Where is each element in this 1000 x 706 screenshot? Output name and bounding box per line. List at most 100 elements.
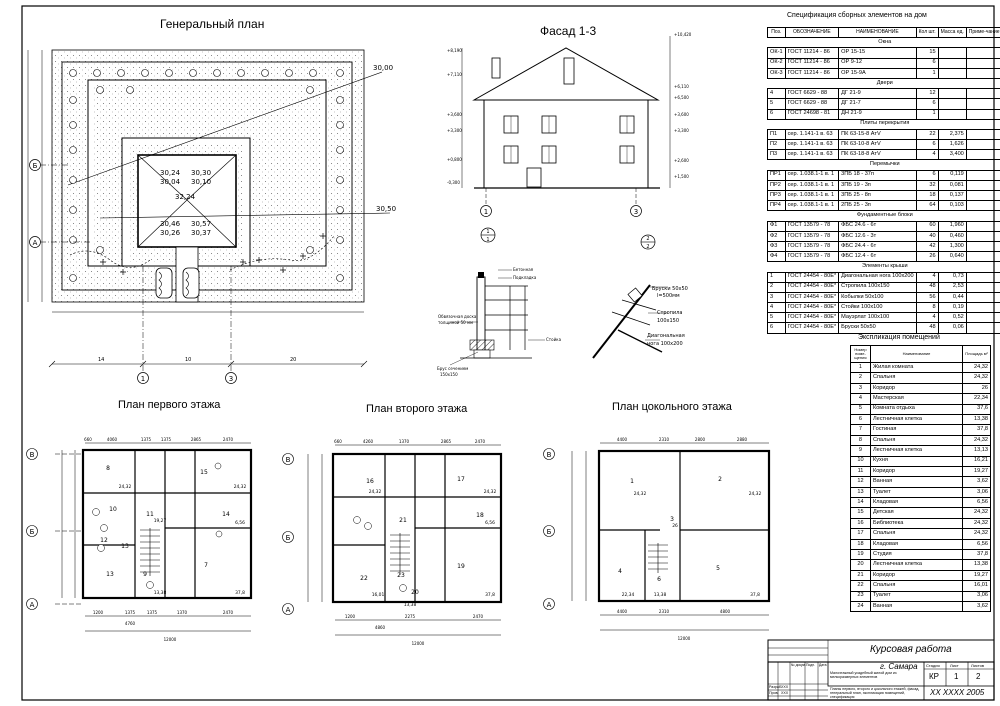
p2-area-4: 16,01 (372, 592, 385, 598)
spec-cell: ГОСТ 24698 - 81 (784, 108, 840, 120)
spec-cell: 4 (915, 312, 939, 324)
facade-mark-r4: +3,600 (674, 112, 689, 117)
general-plan: 30,00 30,50 30,24 30,30 30,04 30,10 32,2… (27, 49, 396, 384)
facade-axis-1: 1 (484, 208, 488, 216)
p2-bot-dim-1: 1200 (345, 614, 356, 619)
spec-cell (965, 128, 1000, 141)
p1-room-8: 8 (106, 465, 110, 472)
spec-cell (965, 169, 1000, 181)
spec-cell (965, 291, 1000, 304)
p2-axis-a: А (286, 606, 291, 614)
gp-elev-7: 32,24 (175, 193, 196, 201)
spec-cell: 1 (767, 271, 786, 283)
spec-cell: Ф1 (767, 220, 786, 232)
roof-label-2: l=500мм (657, 293, 680, 299)
spec-cell: ПР4 (767, 200, 786, 212)
detail-label-2: Подкладка (513, 275, 537, 280)
spec-header-cell: ОБОЗНАЧЕНИЕ (784, 26, 840, 39)
spec-cell (937, 108, 967, 120)
p2-room-19: 19 (457, 563, 465, 570)
spec-cell: 15 (915, 47, 939, 59)
sheets-label: Листов (971, 663, 984, 668)
expl-cell: Спальня (869, 372, 964, 384)
spec-cell: 4 (767, 302, 786, 314)
expl-cell: 37,8 (962, 424, 991, 436)
expl-cell: 37,6 (962, 403, 991, 415)
spec-cell: ФБС 12.6 - 3т (838, 230, 917, 242)
expl-cell: Кухня (869, 455, 964, 467)
spec-cell: ГОСТ 6629 - 88 (784, 98, 840, 110)
expl-cell: 24,32 (962, 361, 991, 374)
spec-cell: 5 (767, 98, 786, 110)
gp-elev-8: 30,46 (160, 220, 181, 228)
p1-room-13b: 13 (121, 543, 129, 550)
spec-cell: 56 (915, 291, 939, 304)
spec-cell: ДН 21-9 (838, 108, 917, 120)
expl-cell: 22 (850, 580, 871, 592)
spec-cell: 1,960 (937, 220, 967, 232)
p2-room-22: 22 (360, 575, 368, 582)
spec-cell: 22 (915, 128, 939, 141)
p2-bot-dim-3: 2470 (473, 614, 484, 619)
spec-cell: 1,300 (937, 240, 967, 253)
city: г. Самара (880, 662, 918, 671)
spec-cell: 5 (767, 312, 786, 324)
p1-room-11: 11 (146, 511, 154, 518)
gp-elev-10: 30,26 (160, 229, 181, 237)
spec-header-cell: Приме-чание (965, 26, 1000, 39)
spec-cell: 0,119 (937, 169, 967, 181)
gp-elev-11: 30,37 (191, 229, 211, 237)
spec-cell: сер. 1.141-1 в. 63 (784, 139, 840, 151)
expl-cell: 16 (850, 517, 871, 530)
p1-area-3: 37,8 (235, 590, 245, 596)
spec-cell: 3ПБ 19 - 3п (838, 179, 917, 192)
expl-cell: 21 (850, 569, 871, 582)
facade-mark-l5: +0,800 (447, 157, 462, 162)
facade-1-3: 1 3 +8,190 +7,110 +3,600 +3,300 +0,800 -… (447, 32, 692, 250)
expl-cell: 1 (850, 361, 871, 374)
p2-room-16: 16 (366, 478, 374, 485)
gp-elev-3: 30,24 (160, 169, 181, 177)
spec-cell (965, 271, 1000, 283)
p3-axis-v: В (547, 451, 552, 459)
expl-cell: Библиотека (869, 517, 964, 530)
p1-room-14: 14 (222, 511, 230, 518)
expl-cell: Гостиная (869, 424, 964, 436)
spec-cell: 4 (915, 149, 939, 161)
gp-axis-3: 3 (229, 375, 233, 383)
p3-area-4: 22,34 (622, 592, 635, 598)
spec-cell: ОК-2 (767, 57, 786, 69)
p1-axis-b: Б (30, 528, 35, 536)
spec-cell (965, 251, 1000, 263)
p3-room-4: 4 (618, 568, 622, 575)
spec-cell (965, 189, 1000, 202)
spec-section-title: Плиты перекрытия (767, 118, 1000, 130)
expl-cell: 37,8 (962, 549, 991, 561)
title-general-plan: Генеральный план (160, 17, 265, 31)
gp-elev-9: 30,57 (191, 220, 211, 228)
expl-cell: 11 (850, 465, 871, 478)
expl-cell: Туалет (869, 486, 964, 499)
expl-cell: Кладовая (869, 497, 964, 509)
spec-cell: 4 (915, 271, 939, 283)
p1-area-6: 13,38 (154, 590, 167, 596)
expl-cell: 4 (850, 393, 871, 405)
spec-cell: сер. 1.141-1 в. 63 (784, 149, 840, 161)
expl-cell: 17 (850, 528, 871, 540)
spec-cell: 26 (915, 251, 939, 263)
facade-mark-r3: +6,500 (674, 95, 689, 100)
roof-label-5: Диагональная (647, 333, 685, 339)
spec-cell: 2,375 (937, 128, 967, 141)
